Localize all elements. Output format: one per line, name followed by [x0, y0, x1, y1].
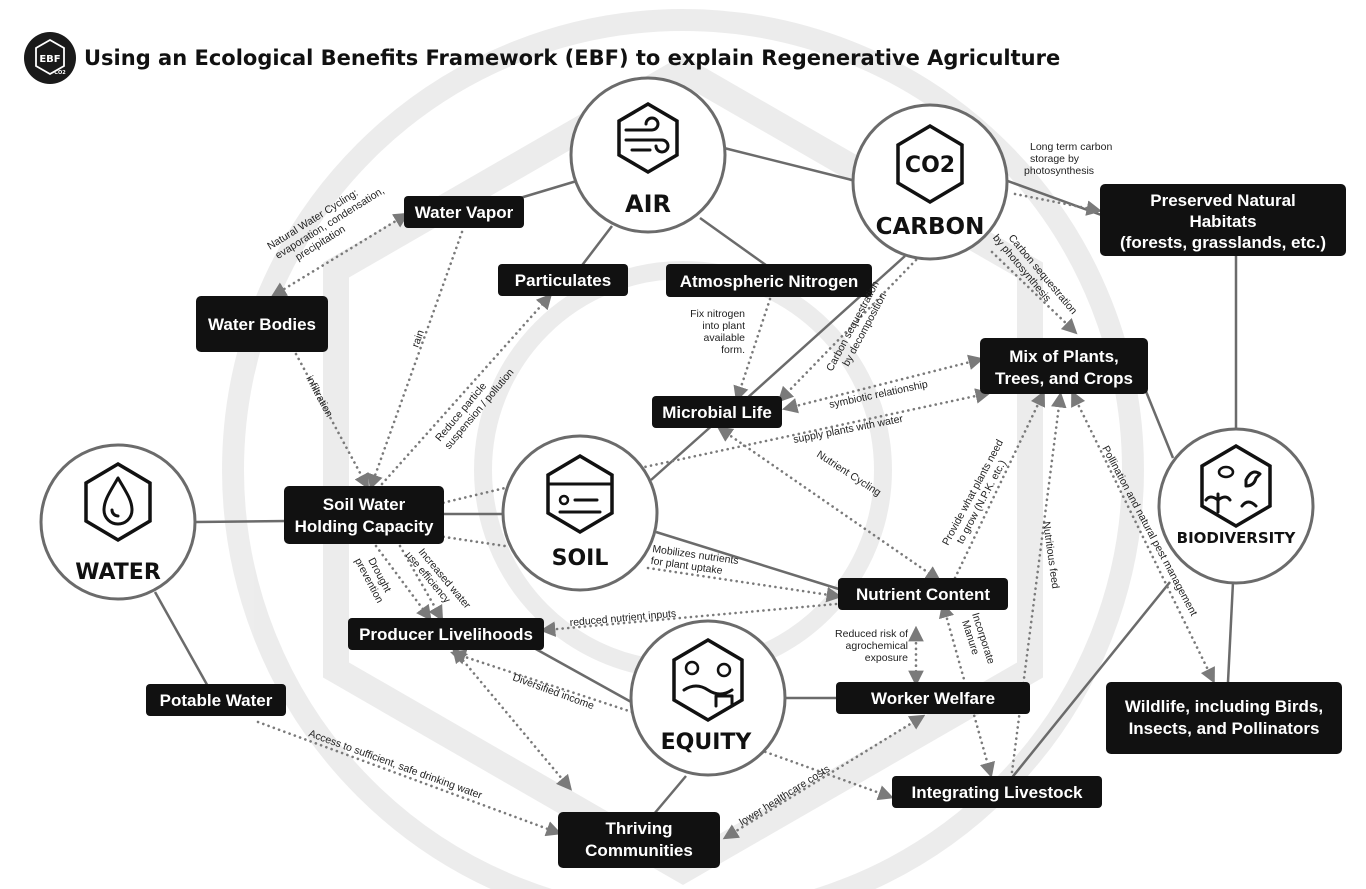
- box-preserved-habitats: Preserved Natural Habitats (forests, gra…: [1100, 184, 1346, 256]
- ebf-logo-icon: EBF CO2: [24, 32, 76, 84]
- hub-air-label: AIR: [625, 190, 671, 218]
- svg-text:Habitats: Habitats: [1189, 212, 1256, 231]
- box-microbial-life: Microbial Life: [652, 396, 782, 428]
- box-nutrient-content: Nutrient Content: [838, 578, 1008, 610]
- logo-sub: CO2: [54, 70, 66, 76]
- ann-nutrient-cycling: Nutrient Cycling: [814, 448, 883, 499]
- box-water-vapor: Water Vapor: [404, 196, 524, 228]
- svg-text:into plant: into plant: [702, 320, 745, 332]
- hub-biodiversity: BIODIVERSITY: [1157, 427, 1315, 585]
- svg-text:Preserved Natural: Preserved Natural: [1150, 191, 1296, 210]
- svg-text:Holding Capacity: Holding Capacity: [295, 517, 434, 536]
- svg-text:Mix of Plants,: Mix of Plants,: [1009, 347, 1119, 366]
- svg-text:Fix nitrogen: Fix nitrogen: [690, 308, 745, 320]
- ann-drought: Drought prevention: [352, 556, 394, 605]
- svg-text:available: available: [704, 332, 746, 344]
- ann-nutritious-feed: Nutritious feed: [1040, 521, 1061, 590]
- svg-text:Potable Water: Potable Water: [160, 691, 273, 710]
- water-drop-icon: [102, 476, 134, 526]
- ann-fix-nitrogen: Fix nitrogen into plant available form.: [690, 308, 745, 356]
- box-atmospheric-nitrogen: Atmospheric Nitrogen: [666, 264, 872, 297]
- svg-text:storage by: storage by: [1030, 153, 1080, 165]
- ann-reduce-particle: Reduce particle suspension / pollution: [433, 366, 516, 451]
- hub-equity: EQUITY: [629, 619, 787, 777]
- ann-reduced-risk: Reduced risk of agrochemical exposure: [835, 628, 908, 664]
- ann-incorporate-manure: Incorporate Manure: [959, 611, 997, 665]
- svg-text:Microbial Life: Microbial Life: [662, 403, 772, 422]
- svg-text:Particulates: Particulates: [515, 271, 611, 290]
- svg-text:Reduced risk of: Reduced risk of: [835, 628, 908, 640]
- svg-text:Long term carbon: Long term carbon: [1030, 141, 1112, 153]
- svg-text:Worker Welfare: Worker Welfare: [871, 689, 995, 708]
- svg-text:Nutrient Content: Nutrient Content: [856, 585, 990, 604]
- svg-text:photosynthesis: photosynthesis: [1024, 165, 1094, 177]
- box-mix-plants: Mix of Plants, Trees, and Crops: [980, 338, 1148, 394]
- svg-text:Trees, and Crops: Trees, and Crops: [995, 369, 1133, 388]
- hub-carbon: CO2 CARBON: [851, 103, 1009, 261]
- svg-text:Integrating Livestock: Integrating Livestock: [912, 783, 1084, 802]
- svg-text:exposure: exposure: [865, 652, 908, 664]
- box-soil-water: Soil Water Holding Capacity: [284, 486, 444, 544]
- page-title: Using an Ecological Benefits Framework (…: [84, 46, 1060, 70]
- svg-text:Wildlife, including Birds,: Wildlife, including Birds,: [1125, 697, 1323, 716]
- hub-air: AIR: [569, 76, 727, 234]
- bee-bird-plant-icon: [1204, 465, 1262, 514]
- box-producer-livelihoods: Producer Livelihoods: [348, 618, 544, 650]
- ann-reduced-inputs: reduced nutrient inputs: [569, 608, 676, 629]
- co2-icon: CO2: [905, 153, 955, 178]
- box-particulates: Particulates: [498, 264, 628, 296]
- box-thriving-communities: Thriving Communities: [558, 812, 720, 868]
- ann-increased-water: Increased water use efficiency: [403, 546, 474, 611]
- farmer-icon: [682, 660, 734, 708]
- ann-provide-plants: Provide what plants need to grow (N.P.K.…: [940, 438, 1009, 548]
- hub-water-label: WATER: [75, 560, 161, 585]
- svg-text:Water Vapor: Water Vapor: [415, 203, 514, 222]
- ann-mobilizes: Mobilizes nutrients for plant uptake: [650, 543, 739, 577]
- ann-diversified-income: Diversified income: [511, 672, 596, 713]
- header: EBF CO2 Using an Ecological Benefits Fra…: [24, 32, 1060, 84]
- box-water-bodies: Water Bodies: [196, 296, 328, 352]
- svg-text:form.: form.: [721, 344, 745, 356]
- svg-text:Soil Water: Soil Water: [323, 495, 406, 514]
- wind-icon: [624, 116, 670, 154]
- svg-text:Thriving: Thriving: [605, 819, 672, 838]
- hub-biodiversity-label: BIODIVERSITY: [1177, 529, 1297, 547]
- svg-text:Producer Livelihoods: Producer Livelihoods: [359, 625, 533, 644]
- box-wildlife: Wildlife, including Birds, Insects, and …: [1106, 682, 1342, 754]
- hub-equity-label: EQUITY: [661, 730, 753, 755]
- box-potable-water: Potable Water: [146, 684, 286, 716]
- svg-text:Water Bodies: Water Bodies: [208, 315, 316, 334]
- soil-layers-icon: [548, 482, 612, 514]
- hub-carbon-label: CARBON: [876, 214, 985, 240]
- hub-soil-label: SOIL: [552, 546, 609, 571]
- svg-text:agrochemical: agrochemical: [846, 640, 908, 652]
- ann-rain: rain: [410, 328, 427, 349]
- box-integrating-livestock: Integrating Livestock: [892, 776, 1102, 808]
- svg-text:(forests, grasslands, etc.): (forests, grasslands, etc.): [1120, 233, 1326, 252]
- logo-text: EBF: [39, 54, 60, 65]
- svg-text:Communities: Communities: [585, 841, 693, 860]
- ann-long-term-carbon: Long term carbon storage by photosynthes…: [1024, 141, 1112, 177]
- svg-text:Atmospheric Nitrogen: Atmospheric Nitrogen: [680, 272, 859, 291]
- svg-text:Insects, and Pollinators: Insects, and Pollinators: [1129, 719, 1320, 738]
- hub-water: WATER: [39, 443, 197, 601]
- hub-soil: SOIL: [501, 434, 659, 592]
- box-worker-welfare: Worker Welfare: [836, 682, 1030, 714]
